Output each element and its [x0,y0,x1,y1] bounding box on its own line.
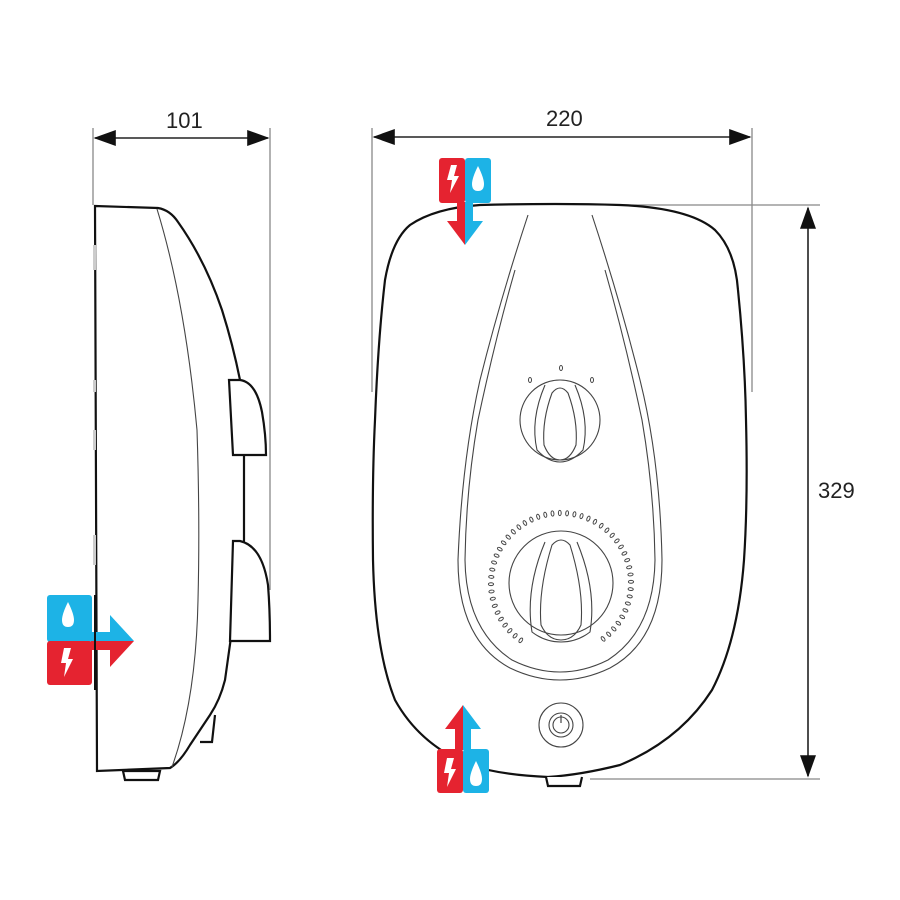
water-drop-icon [472,166,484,191]
bottom-supply-entry-icon [437,705,489,793]
flow-scale [487,509,635,644]
side-view [93,204,272,782]
power-button[interactable] [538,702,584,748]
lightning-icon [447,165,459,193]
water-drop-icon [470,761,482,786]
flow-knob[interactable] [487,509,635,644]
top-supply-entry-icon [439,158,491,245]
lightning-icon [61,648,73,677]
width-dimension [371,128,753,392]
width-dimension-label: 220 [546,106,583,131]
depth-dimension-label: 101 [166,108,203,133]
depth-dimension [92,128,271,590]
height-dimension-label: 329 [818,478,855,503]
front-view [371,202,748,788]
water-drop-icon [62,602,74,627]
temperature-knob[interactable] [519,365,601,463]
lightning-icon [444,758,456,787]
rear-supply-entry-icon [47,595,134,690]
